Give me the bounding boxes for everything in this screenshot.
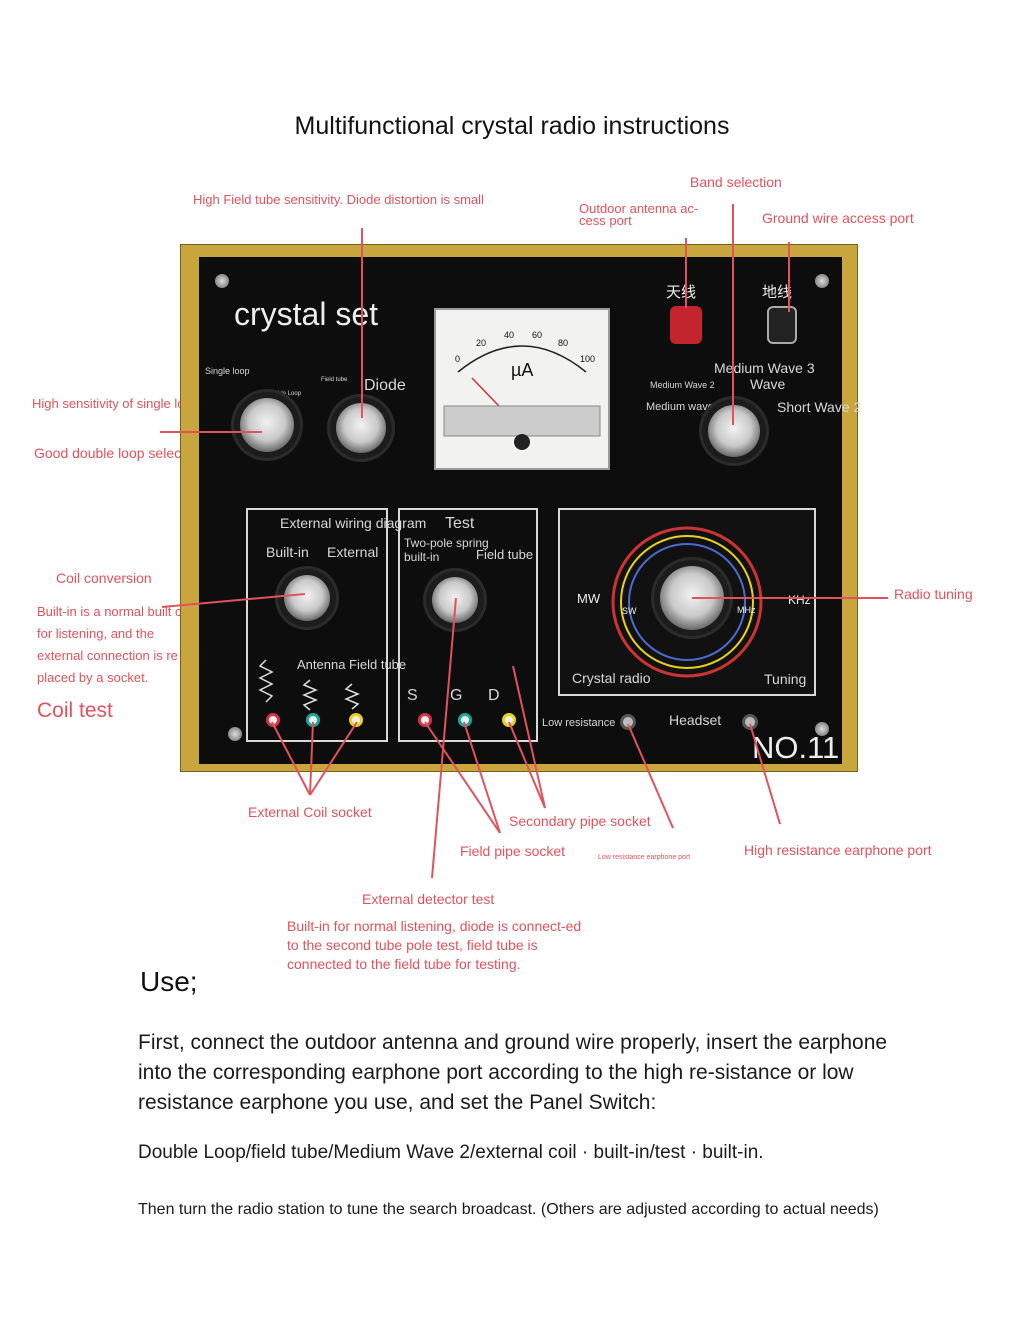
- source-terminal-label: S: [407, 687, 418, 704]
- builtin-label: Built-in: [266, 544, 309, 560]
- antenna-terminal[interactable]: [670, 306, 702, 344]
- medium-wave-label: Medium wave: [646, 401, 714, 413]
- field-pipe-socket-red[interactable]: [418, 713, 432, 727]
- khz-label: KHz: [788, 593, 811, 607]
- secondary-pipe-socket-yellow[interactable]: [502, 713, 516, 727]
- label-external-detector-test: External detector test: [362, 891, 495, 907]
- panel-switch-settings: Double Loop/field tube/Medium Wave 2/ext…: [138, 1142, 764, 1163]
- low-resistance-label: Low resistance: [542, 717, 616, 729]
- external-coil-socket-red[interactable]: [266, 713, 280, 727]
- label-coil-conversion: Coil conversion: [56, 570, 152, 586]
- field-tube-small-label: Field tube: [321, 377, 348, 383]
- screw: [228, 727, 242, 741]
- label-outdoor-antenna: Outdoor antenna ac-cess port: [579, 201, 699, 228]
- test-label: Test: [445, 515, 475, 532]
- ground-terminal[interactable]: [767, 306, 797, 344]
- high-resistance-jack[interactable]: [742, 714, 758, 730]
- tuning-label: Tuning: [764, 671, 807, 687]
- label-coil-test: Coil test: [37, 699, 113, 722]
- diode-field-tube-knob[interactable]: [336, 403, 386, 453]
- external-coil-socket-teal[interactable]: [306, 713, 320, 727]
- sw-label: SW: [622, 606, 637, 616]
- field-pipe-socket-teal[interactable]: [458, 713, 472, 727]
- label-detector-note: Built-in for normal listening, diode is …: [287, 918, 582, 972]
- field-tube-label: Field tube: [476, 547, 534, 562]
- meter-unit: µA: [511, 360, 534, 380]
- label-high-field-sensitivity: High Field tube sensitivity. Diode disto…: [193, 192, 484, 207]
- ground-cn-label: 地线: [762, 284, 793, 301]
- meter-tick-100: 100: [580, 354, 596, 364]
- screw: [815, 274, 829, 288]
- meter-tick-20: 20: [476, 338, 487, 348]
- use-paragraph: First, connect the outdoor antenna and g…: [138, 1031, 888, 1114]
- meter-tick-40: 40: [504, 330, 515, 340]
- loop-select-knob[interactable]: [240, 398, 294, 452]
- antenna-cn-label: 天线: [666, 284, 697, 301]
- mhz-label: MHz: [737, 605, 756, 615]
- band-select-knob[interactable]: [708, 405, 760, 457]
- test-select-knob[interactable]: [432, 577, 478, 623]
- external-wiring-label: External wiring diagram: [280, 515, 427, 531]
- label-secondary-pipe-socket: Secondary pipe socket: [509, 813, 651, 829]
- page-title: Multifunctional crystal radio instructio…: [294, 112, 730, 140]
- meter-tick-80: 80: [558, 338, 569, 348]
- medium-wave-3-label: Medium Wave 3: [714, 360, 815, 376]
- double-loop-label: Double Loop: [267, 391, 302, 397]
- label-good-double-loop: Good double loop selectivity: [34, 445, 210, 461]
- use-heading: Use;: [140, 966, 198, 997]
- label-high-sensitivity-single-loop: High sensitivity of single loop: [32, 396, 199, 411]
- meter-scale: [443, 345, 601, 450]
- gate-terminal-label: G: [450, 687, 463, 704]
- external-coil-socket-yellow[interactable]: [349, 713, 363, 727]
- label-band-selection: Band selection: [690, 174, 782, 190]
- screw: [815, 722, 829, 736]
- label-builtin-note: Built-in is a normal built coil for list…: [37, 604, 195, 685]
- final-instruction: Then turn the radio station to tune the …: [138, 1201, 879, 1218]
- antenna-field-tube-label: Antenna Field tube: [297, 657, 407, 672]
- diode-label: Diode: [364, 377, 406, 394]
- microammeter: [434, 308, 610, 470]
- short-wave-2-label: Short Wave 2: [777, 399, 862, 415]
- label-external-coil-socket: External Coil socket: [248, 804, 372, 820]
- wave-label: Wave: [750, 376, 786, 392]
- brand-label: crystal set: [234, 296, 379, 332]
- tuning-knob[interactable]: [660, 566, 724, 630]
- external-label: External: [327, 544, 379, 560]
- headset-label: Headset: [669, 712, 722, 728]
- label-field-pipe-socket: Field pipe socket: [460, 843, 566, 859]
- model-number: NO.11: [752, 730, 840, 765]
- drain-terminal-label: D: [488, 687, 500, 704]
- two-pole-label: Two-pole spring built-in: [404, 536, 489, 564]
- label-ground-wire-port: Ground wire access port: [762, 210, 914, 226]
- low-resistance-jack[interactable]: [620, 714, 636, 730]
- meter-tick-0: 0: [455, 354, 461, 364]
- medium-wave-2-label: Medium Wave 2: [650, 380, 715, 390]
- mw-label: MW: [577, 591, 601, 606]
- single-loop-label: Single loop: [205, 366, 250, 376]
- dial-scale: [611, 526, 763, 678]
- label-high-resistance-port: High resistance earphone port: [744, 842, 932, 858]
- crystal-radio-label: Crystal radio: [572, 670, 651, 686]
- screw: [215, 274, 229, 288]
- coil-conversion-knob[interactable]: [284, 575, 330, 621]
- meter-tick-60: 60: [532, 330, 543, 340]
- label-low-resistance-port: Low resistance earphone port: [598, 854, 691, 861]
- label-radio-tuning: Radio tuning: [894, 586, 973, 602]
